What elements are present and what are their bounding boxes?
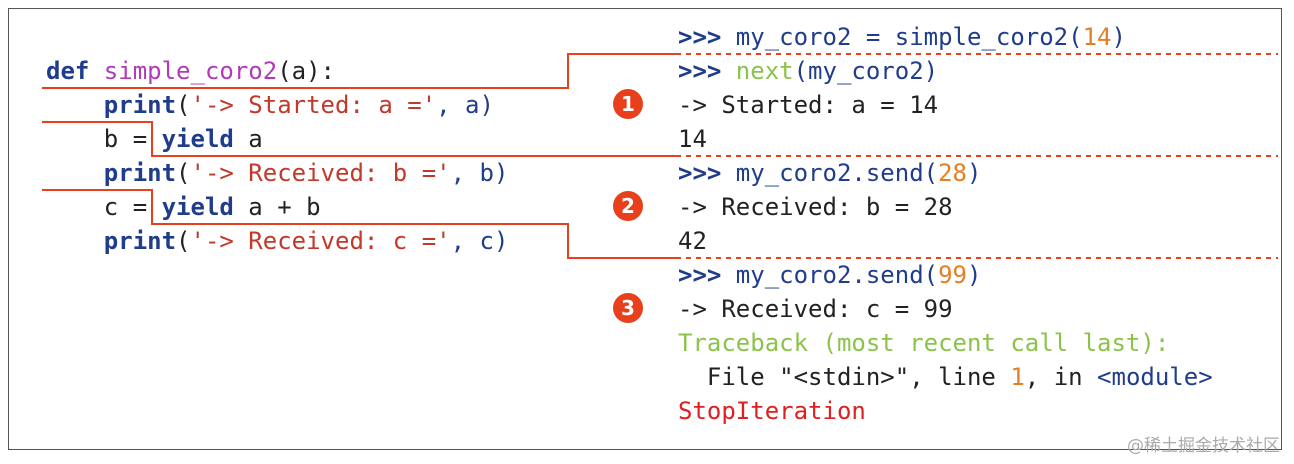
console-token: Traceback (most recent call last): [678,329,1170,357]
console-token: (my_coro2) [793,57,939,85]
console-line: >>> my_coro2 = simple_coro2(14) [678,20,1126,54]
source-token: '-> Received: b =' [190,159,451,187]
source-token: , c) [450,227,509,255]
console-token: >>> [678,159,736,187]
console-token: my_coro2 = simple_coro2( [735,23,1083,51]
console-line: File "<stdin>", line 1, in <module> [678,360,1213,394]
source-token: simple_coro2 [103,57,278,85]
step-marker-3: 3 [613,293,643,323]
console-token: >>> [678,57,736,85]
source-line: c = yield a + b [46,190,321,224]
console-token: File "<stdin>", line [678,363,1011,391]
source-token: def [46,57,104,85]
source-line: print('-> Received: b =', b) [46,156,509,190]
source-token: print [103,227,177,255]
source-token: yield [161,125,234,153]
console-token: 28 [938,159,967,187]
source-token: ( [176,91,191,119]
source-token: (a): [277,57,335,85]
console-token: ) [967,261,982,289]
source-line: def simple_coro2(a): [46,54,335,88]
watermark: @稀土掘金技术社区 [1127,436,1280,456]
source-token: '-> Received: c =' [190,227,451,255]
step-3-connector [42,189,676,259]
source-token: a + b [233,193,321,221]
console-token: ) [967,159,982,187]
console-line: -> Received: b = 28 [678,190,953,224]
console-line: 14 [678,122,707,156]
source-token: ( [176,227,191,255]
console-token: , in [1024,363,1098,391]
step-2-connector [42,121,676,157]
console-line: -> Started: a = 14 [678,88,938,122]
source-token: yield [161,193,234,221]
console-token: 1 [1010,363,1025,391]
source-token: b = [46,125,162,153]
source-line: b = yield a [46,122,263,156]
step-marker-2: 2 [613,191,643,221]
console-token: -> Received: c = 99 [678,295,953,323]
console-token: StopIteration [678,397,866,425]
console-token: >>> [678,261,736,289]
source-token: , b) [450,159,509,187]
source-token: a [233,125,263,153]
source-token [46,91,104,119]
console-line: >>> my_coro2.send(28) [678,156,981,190]
console-line: StopIteration [678,394,866,428]
source-token: , a) [436,91,494,119]
figure-frame [8,8,1282,450]
console-token: my_coro2.send( [735,159,939,187]
console-token: next [735,57,794,85]
console-token: >>> [678,23,736,51]
console-token: 14 [678,125,707,153]
console-token: 99 [938,261,967,289]
source-line: print('-> Received: c =', c) [46,224,509,258]
console-line: >>> next(my_coro2) [678,54,938,88]
console-token: ) [1111,23,1126,51]
source-token: print [103,159,177,187]
source-token: '-> Started: a =' [190,91,437,119]
console-line: 42 [678,224,707,258]
source-token [46,227,104,255]
step-marker-1: 1 [613,89,643,119]
console-token: -> Started: a = 14 [678,91,939,119]
console-token: -> Received: b = 28 [678,193,953,221]
console-line: Traceback (most recent call last): [678,326,1169,360]
source-token: ( [176,159,191,187]
source-token: print [103,91,177,119]
step-1-connector [42,53,676,89]
console-line: -> Received: c = 99 [678,292,953,326]
source-line: print('-> Started: a =', a) [46,88,494,122]
console-token: 14 [1082,23,1112,51]
console-line: >>> my_coro2.send(99) [678,258,981,292]
source-token: c = [46,193,162,221]
console-token: my_coro2.send( [735,261,939,289]
source-token [46,159,104,187]
console-token: <module> [1097,363,1213,391]
console-token: 42 [678,227,707,255]
